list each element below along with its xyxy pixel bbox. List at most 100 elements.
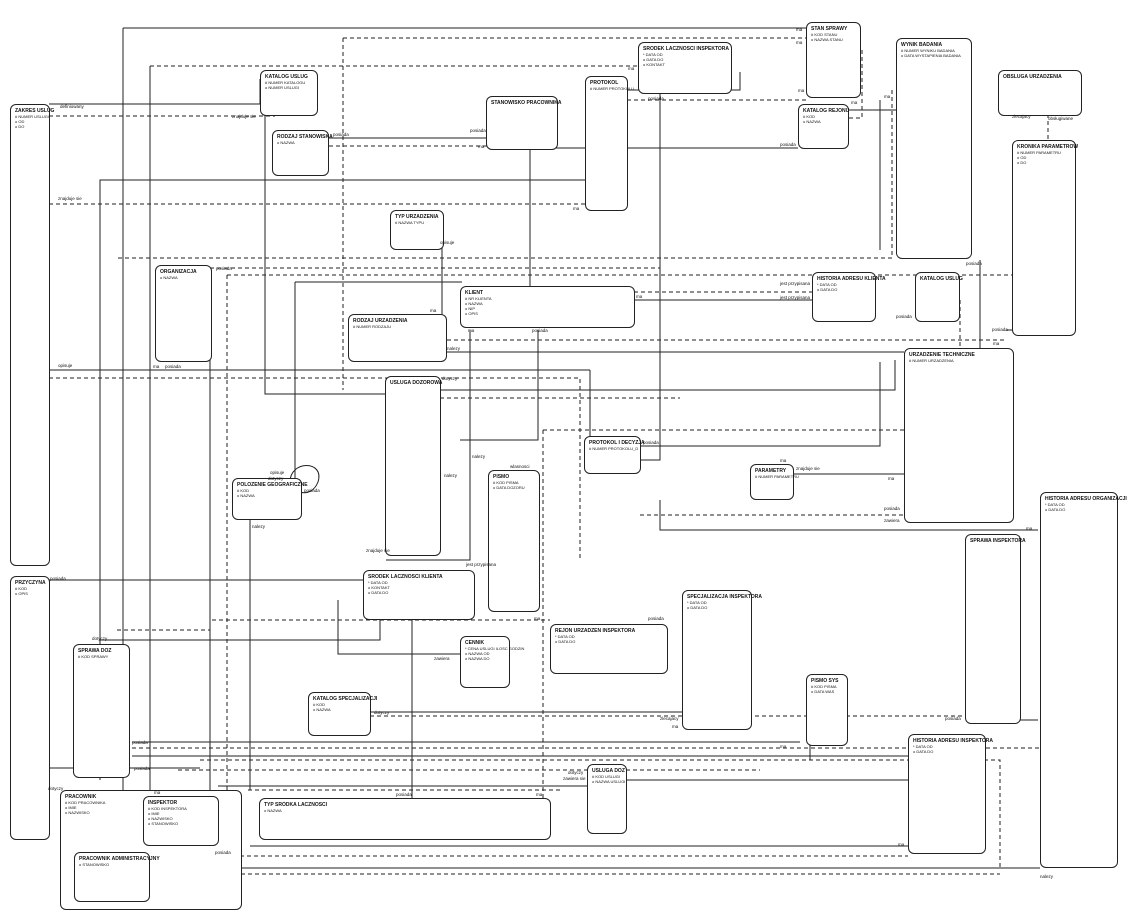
entity-typ-srodka-lacznosci[interactable]: TYP SRODKA LACZNOSCI o NAZWA [259, 798, 551, 840]
entity-usluga-dozorowa[interactable]: USLUGA DOZOROWA [385, 376, 443, 556]
entity-attr: o OD [15, 119, 25, 124]
entity-attr: # KOD SPRAWY [78, 654, 109, 659]
entity-klient[interactable]: KLIENT # NR KLIENTA o NAZWA o NIP o OPIS [460, 286, 635, 328]
entity-sprawa-inspektora[interactable]: SPRAWA INSPEKTORA [965, 534, 1026, 724]
entity-title: POLOZENIE GEOGRAFICZNE [237, 482, 308, 488]
entity-pismo-sys[interactable]: PISMO SYS # KOD PISMA o DATA WAS [806, 674, 848, 746]
entity-organizacja[interactable]: ORGANIZACJA o NAZWA [155, 265, 212, 362]
entity-attr: * DATA OD [913, 744, 933, 749]
entity-rodzaj-urzadzenia[interactable]: RODZAJ URZADZENIA # NUMER RODZAJU [348, 314, 447, 362]
entity-attr: * DATA OD [555, 634, 575, 639]
entity-srodek-lacznosci-klienta[interactable]: SRODEK LACZNOSCI KLIENTA * DATA OD o KON… [363, 570, 475, 620]
entity-sprawa-doz[interactable]: SPRAWA DOZ # KOD SPRAWY [73, 644, 130, 778]
entity-attr: o NUMER USLUGI [265, 85, 300, 90]
entity-attr: o NAZWISKO [65, 810, 90, 815]
entity-title: RODZAJ STANOWISKA [277, 134, 333, 140]
entity-title: PISMO [493, 474, 510, 480]
entity-attr: # KOD [313, 702, 326, 707]
entity-title: TYP URZADZENIA [395, 214, 439, 220]
entity-attr: * DATA OD [368, 580, 388, 585]
entity-title: PISMO SYS [811, 678, 839, 684]
entity-attr: # NR KLIENTA [465, 296, 492, 301]
entity-pracownik-administracyjny[interactable]: PRACOWNIK ADMINISTRACYJNY o STANOWISKO [74, 852, 160, 902]
entity-katalog-specjalizacji[interactable]: KATALOG SPECJALIZACJI # KOD o NAZWA [308, 692, 377, 736]
entity-title: KRONIKA PARAMETROW [1017, 144, 1079, 150]
entity-inspektor[interactable]: INSPEKTOR # KOD INSPEKTORA o IMIE o NAZW… [143, 796, 219, 846]
entity-attr: o NAZWA [277, 140, 295, 145]
entity-title: OBSLUGA URZADZENIA [1003, 74, 1062, 80]
entity-title: SRODEK LACZNOSCI INSPEKTORA [643, 46, 730, 52]
entity-stan-sprawy[interactable]: STAN SPRAWY # KOD STANU o NAZWA STANU [806, 22, 861, 98]
entity-title: HISTORIA ADRESU KLIENTA [817, 276, 886, 282]
entity-urzadzenie-techniczne[interactable]: URZADZENIE TECHNICZNE # NUMER URZADZENIA [904, 348, 1014, 523]
entity-attr: o DATA WYSTAPIENIA BADANIA [901, 53, 961, 58]
entity-attr: o KONTAKT [368, 585, 390, 590]
entity-title: SPRAWA DOZ [78, 648, 112, 654]
entity-title: SRODEK LACZNOSCI KLIENTA [368, 574, 443, 580]
entity-attr: * CENA USLUGI ILOSC GODZIN [465, 646, 525, 651]
entity-typ-urzadzenia[interactable]: TYP URZADZENIA # NAZWA TYPU [390, 210, 444, 250]
entity-kronika-parametrow[interactable]: KRONIKA PARAMETROW # NUMER PARAMETRU o O… [1012, 140, 1079, 336]
entity-historia-adresu-inspektora[interactable]: HISTORIA ADRESU INSPEKTORA * DATA OD o D… [908, 734, 993, 854]
entity-title: CENNIK [465, 640, 485, 646]
entity-attr: # NUMER PARAMETRU [1017, 150, 1061, 155]
entity-katalog-uslug-right[interactable]: KATALOG USLUG [915, 272, 963, 322]
entity-title: INSPEKTOR [148, 800, 178, 806]
entity-title: ORGANIZACJA [160, 269, 197, 275]
entity-attr: o DATA DO [913, 749, 934, 754]
entity-wynik-badania[interactable]: WYNIK BADANIA # NUMER WYNIKU BADANIA o D… [896, 38, 972, 259]
entity-title: STAN SPRAWY [811, 26, 848, 32]
entity-attr: o NAZWA USLUGI [592, 779, 626, 784]
entity-attr: # KOD [237, 488, 250, 493]
entity-attr: o DO [1017, 160, 1027, 165]
entity-title: PROTOKOL I DECYZJA [589, 440, 645, 446]
entity-attr: o DATA DO [643, 57, 664, 62]
entity-zakres-uslug[interactable]: ZAKRES USLUG # NUMER USLUGI o OD o DO [10, 104, 55, 566]
entity-title: PRZYCZYNA [15, 580, 46, 586]
entity-rejon-urzadzen-inspektora[interactable]: REJON URZADZEN INSPEKTORA * DATA OD o DA… [550, 624, 668, 674]
entity-srodek-lacznosci-inspektora[interactable]: SRODEK LACZNOSCI INSPEKTORA * DATA OD o … [638, 42, 732, 94]
entity-attr: o OPIS [15, 591, 28, 596]
entity-attr: o DATA DO [555, 639, 576, 644]
entity-attr: o DATA DO [687, 605, 708, 610]
entity-specjalizacja-inspektora[interactable]: SPECJALIZACJA INSPEKTORA * DATA OD o DAT… [682, 590, 763, 730]
entity-katalog-rejonu[interactable]: KATALOG REJONU # KOD o NAZWA [798, 104, 849, 149]
entity-title: SPRAWA INSPEKTORA [970, 538, 1026, 544]
entity-cennik[interactable]: CENNIK * CENA USLUGI ILOSC GODZIN o NAZW… [460, 636, 525, 688]
entity-attr: o OD [1017, 155, 1027, 160]
entity-attr: o DO [15, 124, 25, 129]
entity-obsluga-urzadzenia[interactable]: OBSLUGA URZADZENIA [998, 70, 1082, 116]
entity-attr: o NIP [465, 306, 476, 311]
entity-title: STANOWISKO PRACOWNIKA [491, 100, 562, 106]
entity-historia-adresu-klienta[interactable]: HISTORIA ADRESU KLIENTA * DATA OD o DATA… [812, 272, 886, 322]
entity-historia-adresu-organizacji[interactable]: HISTORIA ADRESU ORGANIZACJI * DATA OD o … [1040, 492, 1127, 868]
entity-polozenie-geograficzne[interactable]: POLOZENIE GEOGRAFICZNE # KOD o NAZWA [232, 478, 308, 520]
entity-usluga-doz[interactable]: USLUGA DOZ # KOD USLUGI o NAZWA USLUGI [587, 764, 627, 834]
entity-attr: * DATA OD [643, 52, 663, 57]
entity-protokol-i-decyzja[interactable]: PROTOKOL I DECYZJA # NUMER PROTOKOLU_D [584, 436, 645, 474]
entity-title: SPECJALIZACJA INSPEKTORA [687, 594, 763, 600]
entity-attr: o IMIE [65, 805, 77, 810]
entity-attr: * DATA OD [1045, 502, 1065, 507]
entity-attr: * DATA OD [687, 600, 707, 605]
entity-attr: o DATA DO [1045, 507, 1066, 512]
entity-attr: # KOD [15, 586, 28, 591]
entity-stanowisko-pracownika[interactable]: STANOWISKO PRACOWNIKA [486, 96, 562, 150]
entity-attr: o NAZWA [237, 493, 255, 498]
entity-title: USLUGA DOZOROWA [390, 380, 443, 386]
entity-pismo[interactable]: PISMO # KOD PISMA o DATA DOZORU [488, 470, 540, 612]
entity-katalog-uslug[interactable]: KATALOG USLUG # NUMER KATALOGU o NUMER U… [260, 70, 318, 116]
entity-title: KATALOG USLUG [920, 276, 963, 282]
entity-rodzaj-stanowiska[interactable]: RODZAJ STANOWISKA o NAZWA [272, 130, 333, 176]
entity-attr: # NUMER KATALOGU [265, 80, 306, 85]
entity-przyczyna[interactable]: PRZYCZYNA # KOD o OPIS [10, 576, 50, 840]
entity-protokol[interactable]: PROTOKOL # NUMER PROTOKOLU [585, 76, 635, 211]
entity-attr: o NAZWA [313, 707, 331, 712]
entity-attr: # NUMER PROTOKOLU_D [589, 446, 639, 451]
entity-attr: o IMIE [148, 811, 160, 816]
entity-title: KATALOG USLUG [265, 74, 308, 80]
entity-attr: # NUMER PROTOKOLU [590, 86, 635, 91]
entity-attr: o NAZWA [465, 301, 483, 306]
entity-title: ZAKRES USLUG [15, 108, 55, 114]
entity-parametry[interactable]: PARAMETRY # NUMER PARAMETRU [750, 464, 799, 500]
